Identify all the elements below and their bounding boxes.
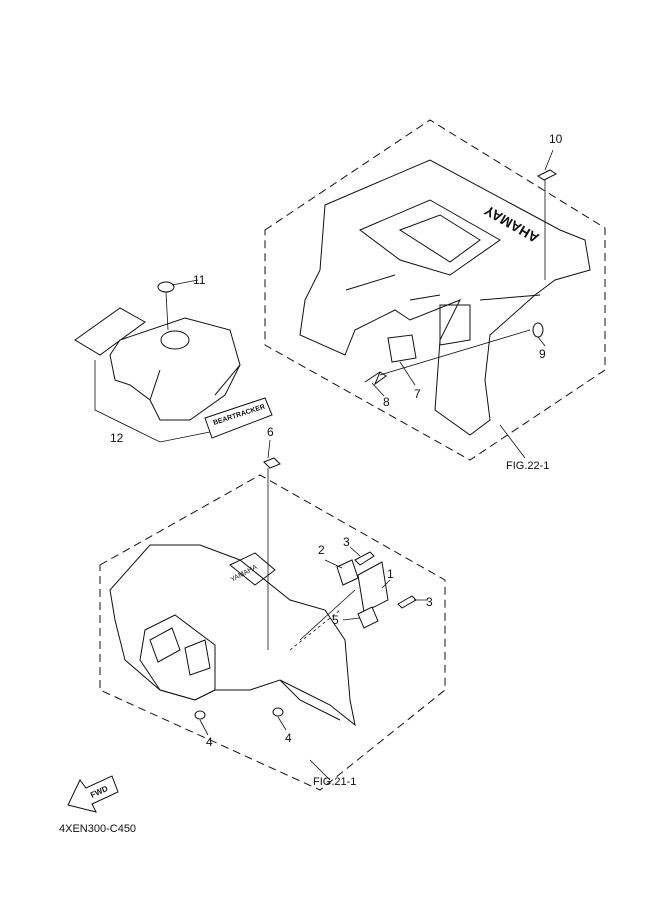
callout-5: 5 [332,613,339,627]
part-4-nut-b [272,707,284,717]
callout-4b: 4 [285,731,292,745]
callout-8: 8 [383,395,390,409]
figure-ref-rear: FIG.22-1 [506,460,550,472]
part-9-grommet [532,322,544,338]
part-6-label [263,457,281,469]
figure-ref-front: FIG.21-1 [313,776,357,788]
diagram-code: 4XEN300-C450 [59,823,137,835]
front-fender: YAMAHA [109,544,356,727]
part-11-cap [157,281,175,293]
callout-11: 11 [193,273,206,287]
part-10-label [537,169,557,181]
part-7-plate [387,334,417,363]
callout-3b: 3 [426,595,433,609]
callout-6: 6 [267,425,274,439]
part-3-rivet-a [354,551,375,566]
callout-9: 9 [539,347,546,361]
callout-10: 10 [549,132,563,146]
fwd-arrow-icon: FWD [67,775,119,813]
part-1-plate [357,561,389,613]
part-3-rivet-b [397,595,417,609]
part-4-nut-a [194,710,206,720]
callout-3a: 3 [343,535,350,549]
callout-12: 12 [110,431,124,445]
callout-7: 7 [414,387,421,401]
rear-fender-group-boundary [264,119,606,461]
rear-fender: YAMAHA [299,159,591,436]
callout-2: 2 [318,543,325,557]
part-5-plate [357,606,379,629]
part-12-cover: BEARTRACKER [74,307,273,443]
part-2-plate [336,559,359,586]
callout-1: 1 [387,567,394,581]
callout-4a: 4 [206,735,213,749]
front-fender-group-boundary [99,474,446,791]
